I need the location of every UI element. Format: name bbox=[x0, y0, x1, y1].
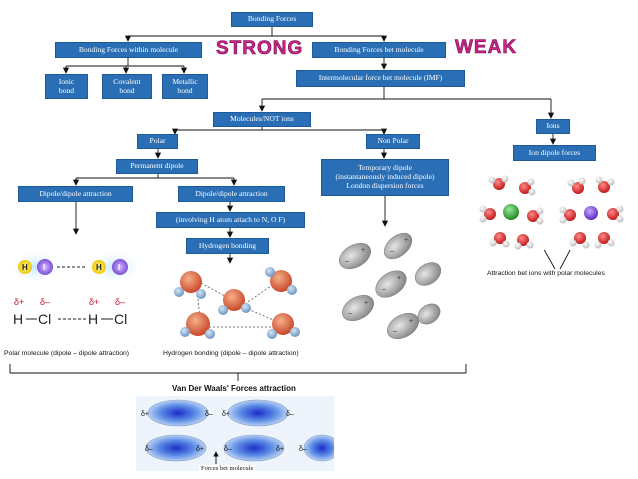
hi-h-text-2: H bbox=[96, 263, 102, 272]
within-molecule-box: Bonding Forces within molecule bbox=[55, 42, 202, 58]
covalent-bond-box: Covalent bond bbox=[102, 74, 152, 99]
polar-molecule-picture: H I H I δ+ δ– δ+ δ– H Cl H Cl bbox=[7, 238, 155, 348]
ions-box: Ions bbox=[536, 119, 570, 134]
disp-minus-2: – bbox=[390, 248, 394, 255]
dipole-dipole-right-box: Dipole/dipole attraction bbox=[178, 186, 285, 202]
delta-plus-2: δ+ bbox=[89, 297, 99, 307]
disp-minus-3: – bbox=[382, 286, 386, 293]
disp-plus-5: + bbox=[409, 318, 413, 325]
vdw-picture: δ+ δ– δ+ δ– δ+ δ– δ– δ+ δ– bbox=[136, 396, 334, 471]
hi-i-text-2: I bbox=[118, 263, 120, 272]
hydrogen-bonding-box: Hydrogen bonding bbox=[186, 238, 269, 254]
vdw-dplus-1: δ+ bbox=[141, 411, 149, 418]
strong-label: STRONG bbox=[216, 38, 304, 60]
delta-minus-2: δ– bbox=[115, 297, 125, 307]
vdw-dminus-2: δ– bbox=[286, 411, 294, 418]
disp-plus-4: + bbox=[364, 300, 368, 307]
imf-box: Intermolecular force bet molecule (IMF) bbox=[296, 70, 465, 87]
h-atom-box: (involving H atom attach to N, O F) bbox=[156, 212, 305, 228]
delta-plus-1: δ+ bbox=[14, 297, 24, 307]
vdw-dplus-4: δ+ bbox=[276, 446, 284, 453]
hcl-cl1: Cl bbox=[38, 311, 51, 327]
bonding-forces-box: Bonding Forces bbox=[231, 12, 313, 27]
delta-minus-1: δ– bbox=[40, 297, 50, 307]
vdw-dminus-3: δ– bbox=[145, 446, 153, 453]
temporary-dipole-box: Temporary dipole (instantaneously induce… bbox=[321, 159, 449, 196]
vdw-dminus-1: δ– bbox=[205, 411, 213, 418]
ion-dipole-box: Ion dipole forces bbox=[513, 145, 596, 161]
disp-plus-2: + bbox=[404, 237, 408, 244]
vdw-dplus-3: δ+ bbox=[196, 446, 204, 453]
molecules-box: Molecules/NOT ions bbox=[213, 112, 311, 127]
polar-box: Polar bbox=[137, 134, 178, 149]
vdw-dplus-2: δ+ bbox=[222, 411, 230, 418]
bet-molecule-box: Bonding Forces bet molecule bbox=[312, 42, 446, 58]
forces-bet-molecule-label: Forces bet molecule bbox=[199, 465, 256, 472]
ion-caption: Attraction bet ions with polar molecules bbox=[487, 270, 605, 277]
dipole-dipole-left-box: Dipole/dipole attraction bbox=[18, 186, 133, 202]
london-dispersion-picture: – + – + – + – + – + bbox=[333, 228, 441, 350]
non-polar-box: Non Polar bbox=[366, 134, 420, 149]
ion-dipole-picture bbox=[478, 170, 628, 250]
vdw-dminus-5: δ– bbox=[299, 446, 307, 453]
vdw-title: Van Der Waals' Forces attraction bbox=[172, 384, 296, 393]
hbond-caption: Hydrogen bonding (dipole – dipole attrac… bbox=[163, 350, 299, 357]
disp-minus-5: – bbox=[393, 328, 397, 335]
metallic-bond-box: Metallic bond bbox=[162, 74, 208, 99]
hi-i-text: I bbox=[43, 263, 45, 272]
disp-minus-1: – bbox=[345, 258, 349, 265]
disp-plus-1: + bbox=[361, 247, 365, 254]
disp-minus-4: – bbox=[348, 310, 352, 317]
hcl-cl2: Cl bbox=[114, 311, 127, 327]
hcl-h1: H bbox=[13, 311, 23, 327]
hi-h-text: H bbox=[22, 263, 28, 272]
hydrogen-bonding-picture bbox=[168, 264, 308, 344]
ionic-bond-box: Ionic bond bbox=[45, 74, 88, 99]
vdw-dminus-4: δ– bbox=[224, 446, 232, 453]
hcl-h2: H bbox=[88, 311, 98, 327]
disp-plus-3: + bbox=[397, 275, 401, 282]
weak-label: WEAK bbox=[455, 37, 518, 59]
permanent-dipole-box: Permanent dipole bbox=[116, 159, 198, 174]
polar-caption: Polar molecule (dipole – dipole attracti… bbox=[4, 350, 130, 357]
